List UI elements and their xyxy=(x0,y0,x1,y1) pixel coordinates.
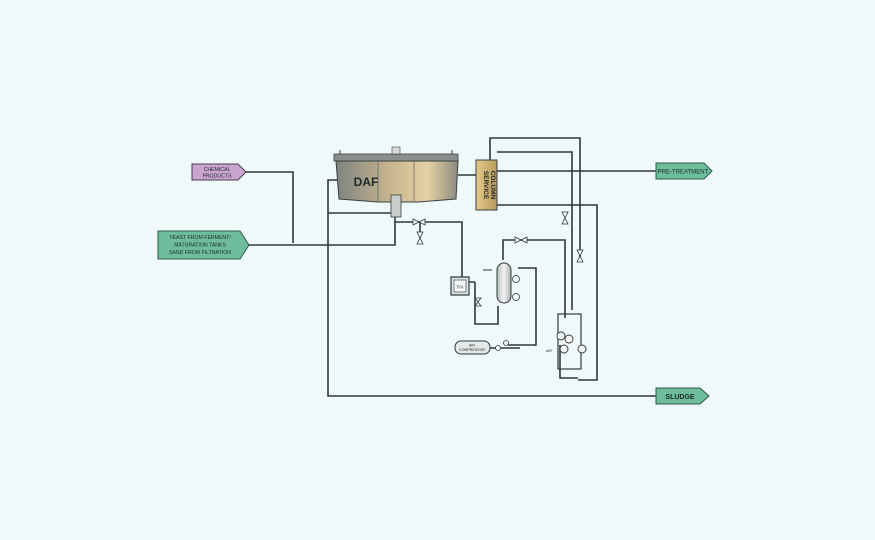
service-column-label-1: SERVICE xyxy=(482,171,489,200)
air-compressor: AIR COMPRESSOR xyxy=(454,340,509,355)
recycle-line xyxy=(395,221,475,283)
pump-tag-label: AIR xyxy=(546,349,552,353)
chemical-feed-pipe xyxy=(246,171,294,243)
saturator-side xyxy=(508,267,537,346)
pump-skid: AIR xyxy=(546,313,587,370)
valve-icon xyxy=(514,236,528,244)
chemical-products-tag: CHEMICAL PRODUCTS xyxy=(191,163,247,181)
yeast-feed-pipe xyxy=(248,215,396,246)
sludge-label: SLUDGE xyxy=(665,394,695,401)
yeast-label-1: YEAST FROM FERMENT/ xyxy=(169,235,231,241)
yeast-feed-tag: YEAST FROM FERMENT/ MATURATION TANKS SAN… xyxy=(157,230,250,260)
compressor-label-1: AIR xyxy=(469,344,475,348)
column-return-pipe xyxy=(497,204,598,381)
pretreatment-tag: PRE-TREATMENT xyxy=(655,162,713,180)
service-column-label-2: COLUMN xyxy=(489,171,496,200)
pump-return xyxy=(559,345,578,379)
chemical-label-2: PRODUCTS xyxy=(202,174,232,180)
pipe-network xyxy=(246,137,656,397)
valves xyxy=(412,211,584,307)
valve-icon xyxy=(576,249,584,263)
yeast-label-2: MATURATION TANKS xyxy=(174,243,226,249)
compressor-label-2: COMPRESSOR xyxy=(459,348,485,352)
daf-unit: DAF xyxy=(333,146,459,218)
small-tank: T/A xyxy=(450,276,470,296)
pretreatment-label: PRE-TREATMENT xyxy=(658,170,709,176)
column-top-loop-2 xyxy=(497,151,573,310)
service-column: SERVICE COLUMN xyxy=(475,159,498,211)
valve-icon xyxy=(561,211,569,225)
valve-icon xyxy=(474,297,482,307)
saturator-loop xyxy=(474,282,499,325)
sludge-tag: SLUDGE xyxy=(655,387,710,405)
daf-label: DAF xyxy=(354,175,379,189)
saturator-vessel xyxy=(483,262,520,304)
sludge-pipe xyxy=(327,179,656,397)
small-tank-label: T/A xyxy=(456,285,463,290)
valve-icon xyxy=(412,218,426,226)
chemical-label-1: CHEMICAL xyxy=(204,167,231,173)
column-top-loop xyxy=(489,137,581,262)
yeast-label-3: SAND FROM FILTRATION xyxy=(169,250,231,256)
saturator-feed xyxy=(502,239,566,318)
valve-icon xyxy=(416,231,424,245)
